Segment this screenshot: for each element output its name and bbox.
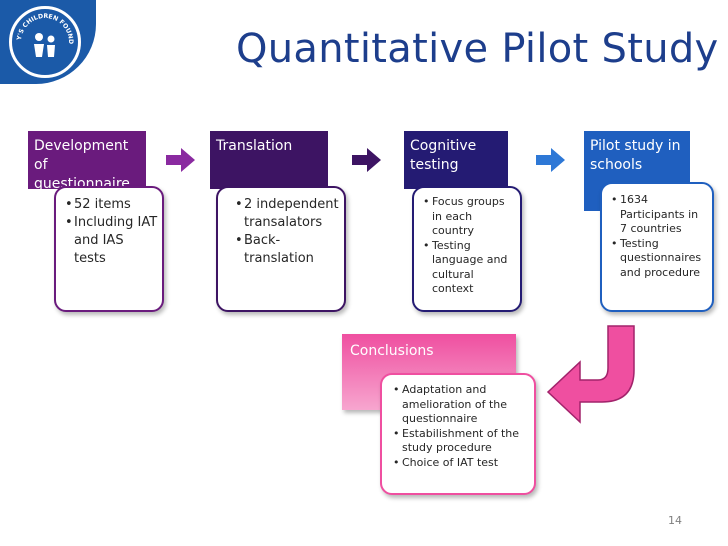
conclusions-item: Choice of IAT test	[393, 456, 530, 471]
step-2-header-text: Translation	[216, 138, 293, 154]
arrow-right-icon	[166, 148, 195, 172]
step-2-body: 2 independent transalators Back-translat…	[216, 186, 346, 312]
conclusions-item: Adaptation and amelioration of the quest…	[393, 383, 530, 427]
logo-ring: NOBODY'S CHILDREN FOUNDATION	[9, 6, 81, 78]
step-1-item: Including IAT and IAS tests	[65, 214, 158, 268]
step-3-body: Focus groups in each country Testing lan…	[412, 186, 522, 312]
step-3-header-text: Cognitive testing	[410, 138, 477, 173]
page-number: 14	[668, 514, 682, 527]
step-4-item: Testing questionnaires and procedure	[611, 237, 708, 281]
conclusions-item: Estabilishment of the study procedure	[393, 427, 530, 456]
slide-title: Quantitative Pilot Study	[236, 26, 719, 72]
step-4-header-text: Pilot study in schools	[590, 138, 681, 173]
step-3-header: Cognitive testing	[404, 131, 508, 189]
arrow-right-icon	[536, 148, 565, 172]
step-1-body: 52 items Including IAT and IAS tests	[54, 186, 164, 312]
step-4-item: 1634 Participants in 7 countries	[611, 193, 708, 237]
conclusions-header-text: Conclusions	[350, 343, 434, 359]
conclusions-body: Adaptation and amelioration of the quest…	[380, 373, 536, 495]
step-4-body: 1634 Participants in 7 countries Testing…	[600, 182, 714, 312]
step-3-item: Testing language and cultural context	[423, 239, 516, 297]
step-1-item: 52 items	[65, 196, 158, 214]
curved-arrow-icon	[546, 325, 635, 424]
arrow-right-icon	[352, 148, 381, 172]
step-2-item: 2 independent transalators	[235, 196, 340, 232]
step-1-header-text: Development of questionnaire	[34, 138, 130, 192]
step-1-header: Development of questionnaire	[28, 131, 146, 192]
step-3-item: Focus groups in each country	[423, 195, 516, 239]
step-2-header: Translation	[210, 131, 328, 189]
foundation-logo: NOBODY'S CHILDREN FOUNDATION	[0, 0, 96, 84]
logo-text: NOBODY'S CHILDREN FOUNDATION	[12, 9, 74, 44]
svg-text:NOBODY'S CHILDREN FOUNDATION: NOBODY'S CHILDREN FOUNDATION	[12, 9, 74, 44]
step-2-item: Back-translation	[235, 232, 340, 268]
logo-children-icon: NOBODY'S CHILDREN FOUNDATION	[12, 9, 74, 57]
